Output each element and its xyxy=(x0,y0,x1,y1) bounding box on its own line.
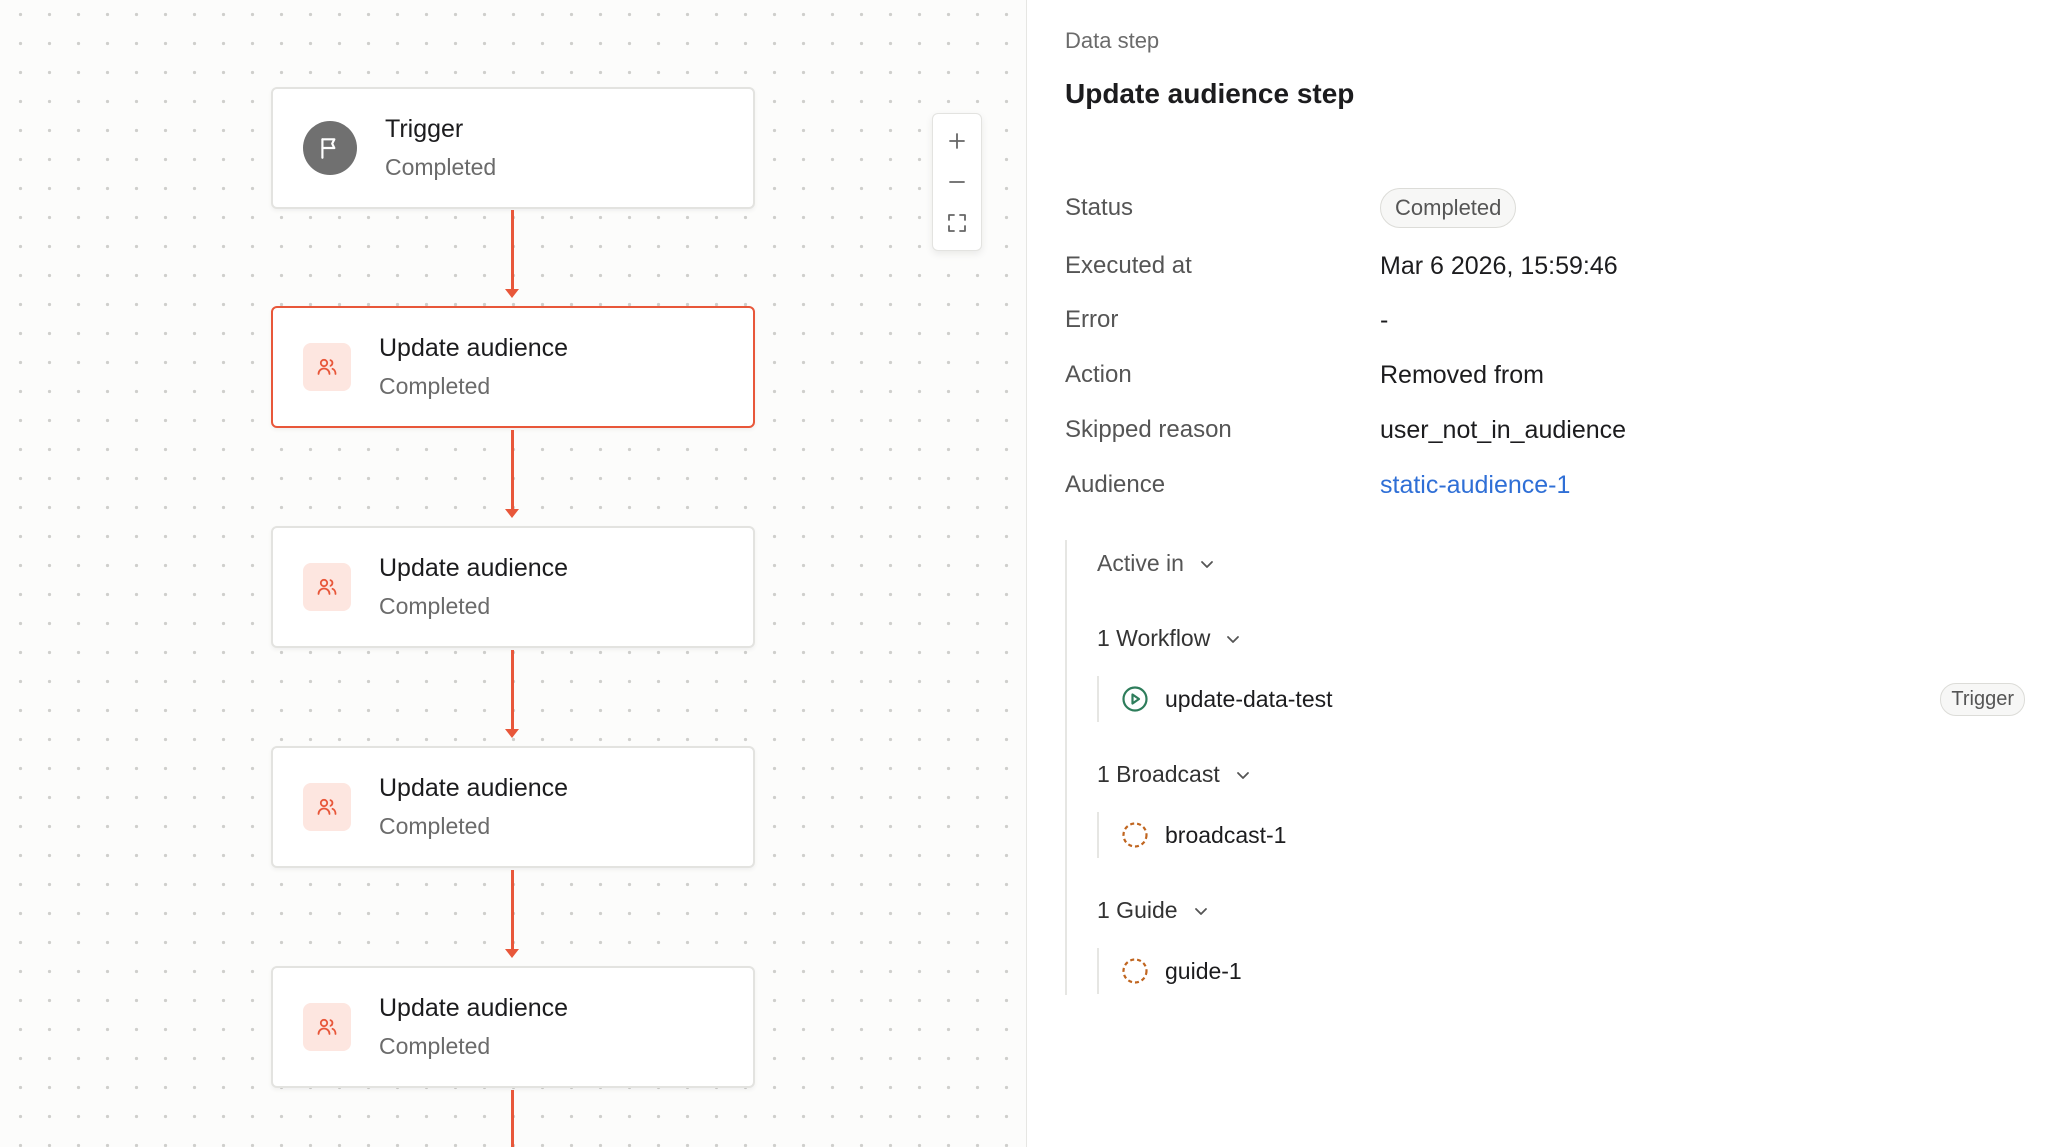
connector-line xyxy=(511,650,514,730)
node-title: Update audience xyxy=(379,554,569,582)
connector-arrow xyxy=(505,289,519,298)
workflow-canvas[interactable]: Trigger Completed Update audience Comple… xyxy=(0,0,1027,1147)
guide-group-label: 1 Guide xyxy=(1097,897,1178,923)
minus-icon xyxy=(949,181,965,183)
field-label: Executed at xyxy=(1065,252,1192,279)
node-title: Update audience xyxy=(379,774,569,802)
users-icon xyxy=(303,343,351,391)
workflow-item-name: update-data-test xyxy=(1165,685,1333,712)
workflow-group-label: 1 Workflow xyxy=(1097,625,1211,651)
connector-arrow xyxy=(505,729,519,738)
panel-title: Update audience step xyxy=(1065,78,1355,109)
connector-line xyxy=(511,870,514,950)
guide-item[interactable]: guide-1 xyxy=(1097,948,2025,994)
field-label: Skipped reason xyxy=(1065,416,1232,443)
workflow-node-trigger[interactable]: Trigger Completed xyxy=(271,87,755,209)
workflow-node-update-audience[interactable]: Update audience Completed xyxy=(271,746,755,868)
dashed-circle-icon xyxy=(1121,957,1149,985)
fit-view-button[interactable] xyxy=(937,204,977,242)
workflow-item[interactable]: update-data-test Trigger xyxy=(1097,676,2025,722)
node-status: Completed xyxy=(379,593,491,619)
step-details-panel: Data step Update audience step Status Co… xyxy=(1028,0,2048,1147)
workflow-node-update-audience[interactable]: Update audience Completed xyxy=(271,306,755,428)
workflow-node-update-audience[interactable]: Update audience Completed xyxy=(271,966,755,1088)
zoom-controls xyxy=(932,113,982,251)
trigger-tag: Trigger xyxy=(1940,682,2025,716)
broadcast-item-name: broadcast-1 xyxy=(1165,821,1287,848)
field-value: Mar 6 2026, 15:59:46 xyxy=(1380,251,1618,280)
chevron-down-icon xyxy=(1201,560,1213,568)
panel-eyebrow: Data step xyxy=(1065,28,1160,53)
plus-icon xyxy=(949,132,965,149)
node-title: Trigger xyxy=(385,115,464,143)
guide-item-name: guide-1 xyxy=(1165,957,1242,984)
connector-arrow xyxy=(505,949,519,958)
zoom-out-button[interactable] xyxy=(937,163,977,201)
play-circle-icon xyxy=(1121,685,1149,713)
node-status: Completed xyxy=(379,1033,491,1059)
broadcast-item[interactable]: broadcast-1 xyxy=(1097,812,2025,858)
field-label: Error xyxy=(1065,306,1119,333)
users-icon xyxy=(303,563,351,611)
node-title: Update audience xyxy=(379,334,569,362)
field-error: Error - xyxy=(1065,300,2025,340)
active-in-section: Active in 1 Workflow update-data-test Tr… xyxy=(1065,540,2025,995)
users-icon xyxy=(303,1003,351,1051)
active-in-toggle[interactable]: Active in xyxy=(1097,550,1216,577)
workflow-node-update-audience[interactable]: Update audience Completed xyxy=(271,526,755,648)
chevron-down-icon xyxy=(1194,907,1207,915)
connector-arrow xyxy=(505,509,519,518)
guide-group-toggle[interactable]: 1 Guide xyxy=(1097,897,1210,924)
connector-line xyxy=(511,430,514,510)
field-audience: Audience static-audience-1 xyxy=(1065,465,2025,505)
field-skipped-reason: Skipped reason user_not_in_audience xyxy=(1065,410,2025,450)
users-icon xyxy=(303,783,351,831)
field-executed-at: Executed at Mar 6 2026, 15:59:46 xyxy=(1065,246,2025,286)
connector-line xyxy=(511,210,514,290)
field-status: Status Completed xyxy=(1065,188,2025,228)
fit-view-icon xyxy=(948,214,966,233)
field-label: Audience xyxy=(1065,471,1166,498)
zoom-in-button[interactable] xyxy=(937,122,977,160)
field-value: user_not_in_audience xyxy=(1380,415,1627,444)
connector-line xyxy=(511,1090,514,1147)
node-title: Update audience xyxy=(379,994,569,1022)
broadcast-group-toggle[interactable]: 1 Broadcast xyxy=(1097,761,1252,788)
node-status: Completed xyxy=(379,813,491,839)
workflow-group-toggle[interactable]: 1 Workflow xyxy=(1097,625,1242,652)
field-action: Action Removed from xyxy=(1065,355,2025,395)
field-value: - xyxy=(1380,305,1389,334)
field-label: Action xyxy=(1065,361,1132,388)
field-label: Status xyxy=(1065,194,1134,221)
flag-icon xyxy=(303,121,357,175)
active-in-label: Active in xyxy=(1097,550,1184,576)
node-status: Completed xyxy=(385,154,497,180)
dashed-circle-icon xyxy=(1121,821,1149,849)
chevron-down-icon xyxy=(1227,635,1240,643)
status-badge: Completed xyxy=(1380,188,1517,228)
audience-link[interactable]: static-audience-1 xyxy=(1380,470,1571,499)
chevron-down-icon xyxy=(1236,771,1249,779)
field-value: Removed from xyxy=(1380,360,1544,389)
broadcast-group-label: 1 Broadcast xyxy=(1097,761,1220,787)
node-status: Completed xyxy=(379,373,491,399)
